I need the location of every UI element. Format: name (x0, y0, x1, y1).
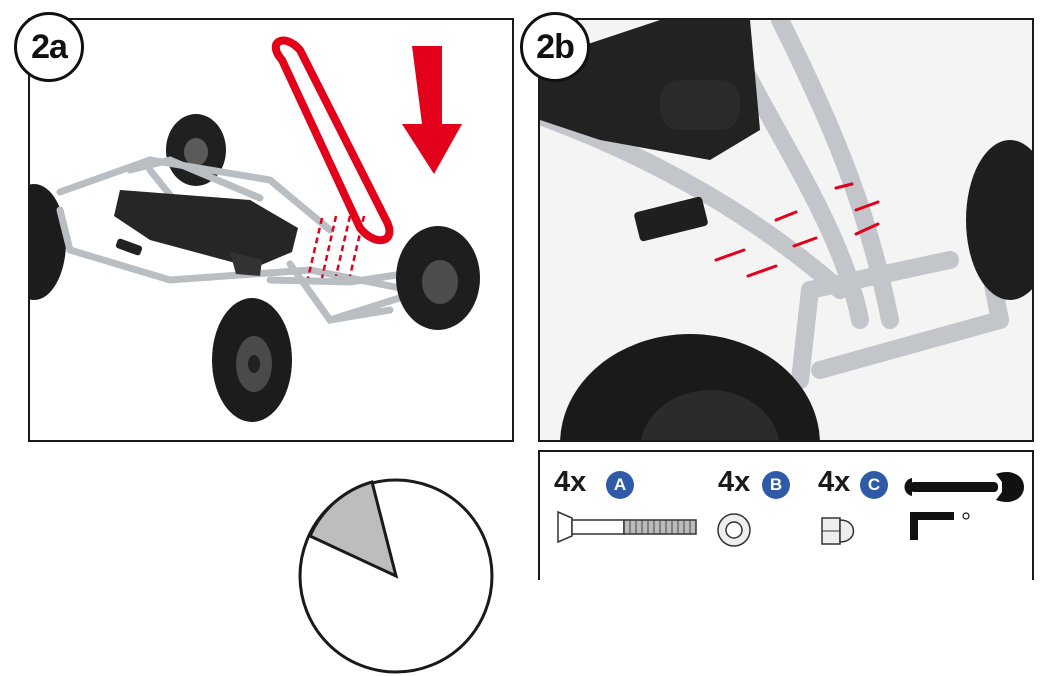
wheel (30, 184, 66, 300)
steering-column-part (271, 36, 394, 245)
pedal (634, 196, 708, 242)
parts-list: 4x A 4x B 4x C (538, 450, 1034, 580)
allen-key-icon (910, 512, 970, 540)
seat-body (114, 190, 298, 268)
part-letter-badge: B (762, 471, 790, 499)
step-2a-panel (28, 18, 514, 442)
down-arrow-icon (402, 46, 462, 174)
part-letter-badge: C (860, 471, 888, 499)
part-quantity: 4x (718, 466, 751, 498)
cap-nut-icon (821, 517, 855, 545)
wrench-icon (904, 471, 1024, 503)
part-quantity: 4x (554, 466, 587, 498)
bolt-icon (557, 510, 697, 544)
step-number-badge: 2a (14, 12, 84, 82)
step-number-badge: 2b (520, 12, 590, 82)
step-2b-panel (538, 18, 1034, 442)
partial-circle-illustration (298, 478, 494, 674)
part-letter-badge: A (606, 471, 634, 499)
steering-assembly-closeup (540, 20, 1032, 440)
bolt-positions (714, 182, 880, 278)
alignment-guides (306, 215, 366, 279)
go-kart-illustration (30, 36, 480, 422)
wheel (966, 140, 1032, 300)
part-quantity: 4x (818, 466, 851, 498)
washer-icon (717, 513, 751, 547)
parts-icons (557, 471, 1024, 547)
